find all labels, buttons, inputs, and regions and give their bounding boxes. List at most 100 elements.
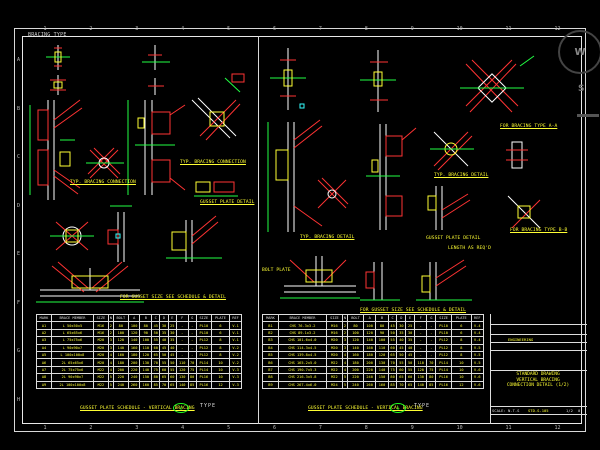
table-header-cell: F (175, 313, 189, 323)
table-cell: 25 (167, 321, 177, 330)
grid-tick: G (16, 348, 20, 355)
grid-tick: 10 (456, 26, 463, 32)
table-cell: B6 (262, 358, 279, 367)
grid-tick: 5 (227, 425, 231, 431)
table-cell: 65 (396, 373, 407, 382)
table-cell: 2L 100x100x8 (51, 380, 94, 389)
table-cell: 45 (159, 343, 169, 352)
table-cell: 220 (112, 373, 129, 382)
detail-x-bracing-a (86, 147, 124, 179)
table-cell: V-1 (229, 336, 242, 345)
grid-ticks-bottom: 1 2 3 4 5 6 7 8 9 10 11 12 (22, 425, 582, 433)
table-cell: PL10 (435, 328, 453, 338)
table-cell: M20 (92, 358, 109, 367)
detail-base-connection-c (416, 259, 472, 301)
table-header-cell: A (362, 313, 377, 323)
detail-base-connection-b (280, 256, 360, 299)
watermark-side-letter: S (578, 84, 585, 94)
detail-column-mid-d (366, 124, 417, 230)
table-cell: B2 (262, 328, 279, 338)
schedule-table-right: MARK BRACE MEMBER SIZE N BOLT A B C D E … (262, 313, 485, 389)
table-header-cell: C (387, 313, 398, 323)
table-cell: 65 (159, 373, 169, 382)
table-cell: 140 (347, 343, 364, 352)
table-cell: 220 (347, 373, 364, 382)
table-cell: 240 (362, 373, 377, 382)
table-header-cell: REF (470, 313, 485, 323)
table-cell: - (414, 321, 428, 330)
table-cell: M20 (92, 343, 109, 352)
table-cell: 70 (187, 358, 197, 367)
table-cell: - (426, 350, 437, 360)
table-cell: 220 (127, 365, 141, 375)
table-cell: 45 (387, 321, 398, 330)
table-header-cell: SIZE (92, 313, 109, 323)
title-block-line (491, 350, 587, 351)
detail-gusset-b3 (166, 215, 222, 262)
table-cell: M20 (92, 336, 109, 345)
table-cell: 60 (167, 373, 177, 382)
table-cell: 160 (127, 343, 141, 352)
detail-label: TYP. BRACING DETAIL (300, 235, 355, 240)
table-cell: M24 (325, 380, 343, 389)
table-header-cell: BOLT (112, 313, 129, 323)
section-caption-left: FOR GUSSET SIZE SEE SCHEDULE & DETAIL (120, 295, 227, 300)
table-cell: 160 (112, 350, 129, 360)
table-cell: - (426, 321, 437, 330)
schedule-table-left: MARK BRACE MEMBER SIZE N BOLT A B C D E … (36, 313, 242, 389)
detail-column-left-main (29, 99, 83, 200)
table-cell: 120 (375, 350, 389, 360)
table-header-row: MARK BRACE MEMBER SIZE N BOLT A B C D E … (262, 313, 485, 323)
grid-tick: 11 (505, 26, 512, 32)
table-cell: M22 (92, 373, 109, 382)
detail-note: LENGTH AS REQ'D (448, 246, 491, 251)
table-cell: PL10 (195, 328, 212, 338)
table-cell: 35 (167, 336, 177, 345)
table-cell: 45 (151, 321, 161, 330)
table-cell: - (187, 343, 197, 352)
table-cell: PL12 (195, 350, 212, 360)
table-cell: 70 (426, 358, 437, 367)
grid-tick: B (16, 105, 20, 112)
table-cell: - (175, 336, 189, 345)
table-cell: 30 (405, 328, 416, 338)
table-cell: 160 (347, 350, 364, 360)
table-cell: 40 (167, 343, 177, 352)
table-cell: M20 (325, 343, 343, 352)
table-cell: B8 (262, 373, 279, 382)
table-cell: - (187, 328, 197, 338)
table-cell: 35 (405, 336, 416, 345)
table-cell: - (414, 328, 428, 338)
grid-tick: 3 (135, 26, 139, 32)
grid-tick: 8 (364, 425, 368, 431)
table-cell: 55 (159, 358, 169, 367)
table-cell: 180 (112, 358, 129, 367)
table-cell: 6 (451, 321, 472, 330)
title-block-title: STANDARD DRAWING VERTICAL BRACING CONNEC… (492, 372, 584, 389)
table-cell: 90 (375, 328, 389, 338)
title-block-sheet: 1/2 (566, 408, 573, 413)
table-header-cell: PLATE (210, 313, 231, 323)
table-cell: 65 (167, 380, 177, 389)
table-cell: 100 (347, 328, 364, 338)
table-cell: 120 (139, 350, 153, 360)
table-header-cell: BRACE MEMBER (51, 313, 94, 323)
detail-gusset-d (427, 186, 471, 230)
detail-label: TYP. BRACING CONNECTION (180, 160, 246, 165)
grid-tick: D (16, 202, 20, 209)
table-cell: 2L 90x90x7 (51, 373, 94, 382)
table-cell: 80 (112, 321, 129, 330)
table-cell: PL12 (435, 336, 453, 345)
table-cell: 80 (387, 373, 398, 382)
table-cell: CHS 165.2x5.0 (277, 358, 327, 367)
table-cell: PL16 (195, 373, 212, 382)
table-cell: - (175, 328, 189, 338)
table-cell: CHS 89.1x3.2 (277, 328, 327, 338)
